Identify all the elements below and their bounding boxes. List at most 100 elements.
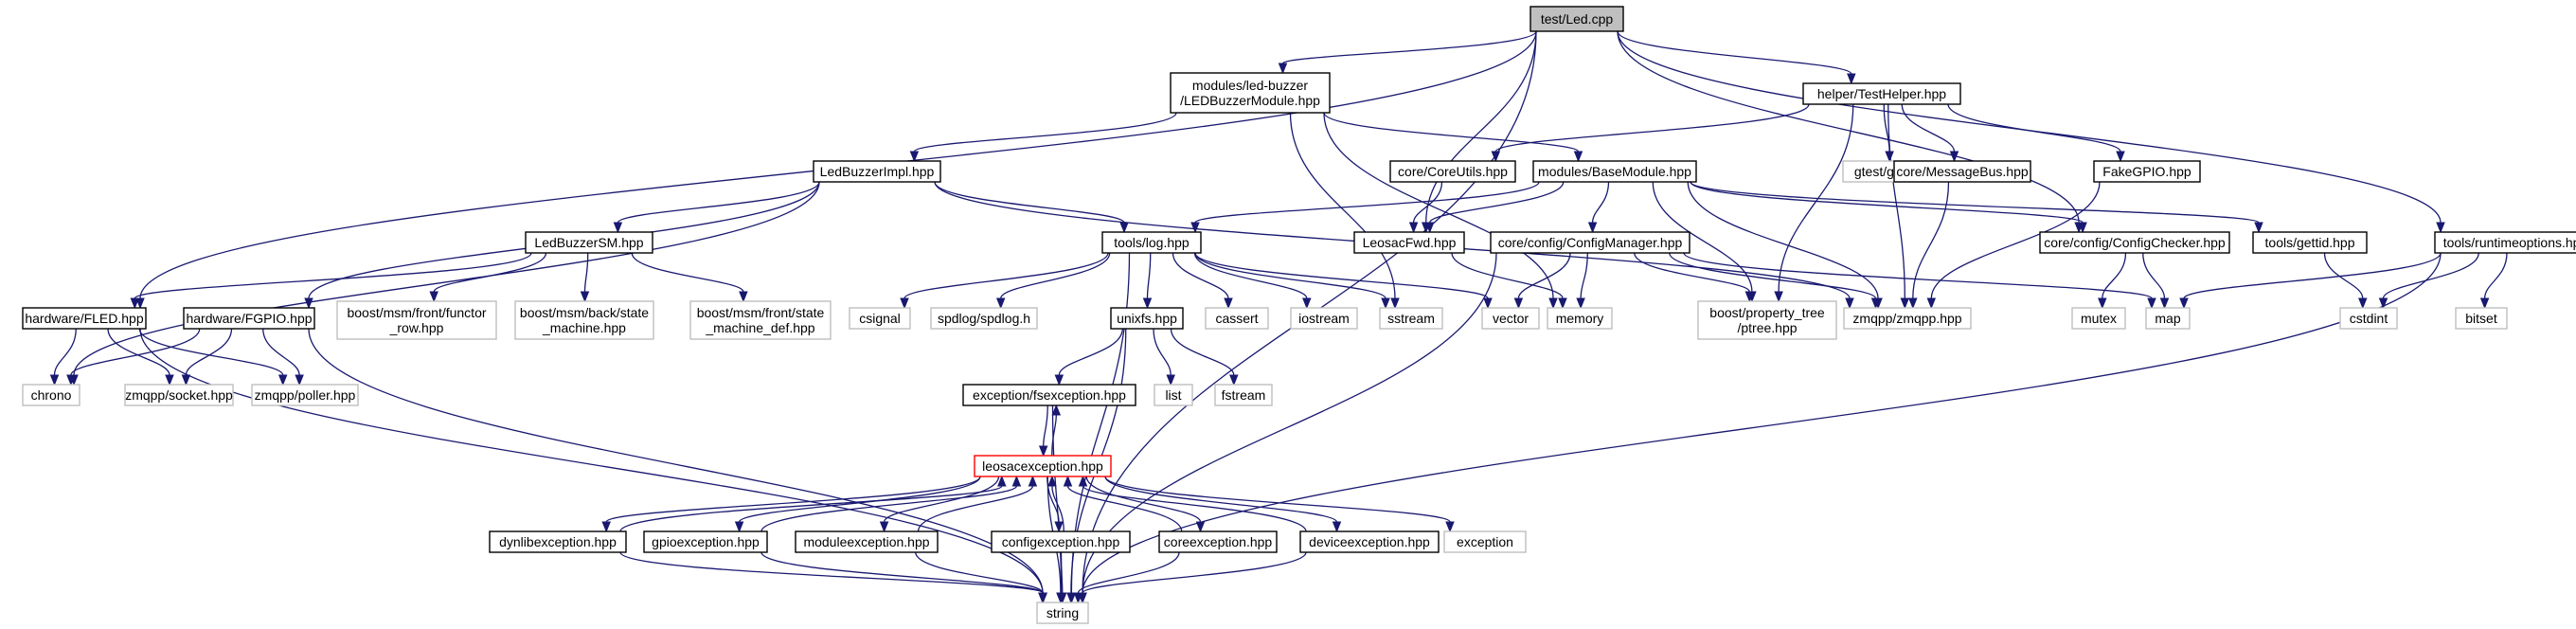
node-label: gpioexception.hpp bbox=[652, 534, 760, 549]
node-label: boost/msm/front/state bbox=[697, 305, 825, 320]
edge-line bbox=[619, 485, 1003, 532]
node-label: moduleexception.hpp bbox=[803, 534, 929, 549]
node-gpioexception[interactable]: gpioexception.hpp bbox=[643, 530, 768, 553]
node-label: core/CoreUtils.hpp bbox=[1398, 164, 1508, 179]
edge-line bbox=[1289, 112, 1396, 299]
arrowhead bbox=[1548, 297, 1558, 310]
node-dynlibexception[interactable]: dynlibexception.hpp bbox=[489, 530, 627, 553]
node-messagebus[interactable]: core/MessageBus.hpp bbox=[1893, 160, 2031, 183]
arrowhead bbox=[1908, 297, 1918, 310]
edge-fled-to-socket bbox=[107, 328, 174, 386]
edge-line bbox=[262, 328, 300, 376]
edge-fsexception-to-string bbox=[1051, 404, 1066, 604]
arrowhead bbox=[900, 297, 909, 310]
node-label: modules/BaseModule.hpp bbox=[1538, 164, 1691, 179]
node-leosacexception[interactable]: leosacexception.hpp bbox=[974, 455, 1112, 477]
node-configmanager[interactable]: core/config/ConfigManager.hpp bbox=[1490, 231, 1690, 254]
edge-ledbuzzersm-to-state_machine_def bbox=[631, 252, 748, 303]
edge-line bbox=[308, 328, 1044, 594]
edge-ledbuzzermodule-to-sstream bbox=[1289, 112, 1400, 310]
node-fgpio[interactable]: hardware/FGPIO.hpp bbox=[183, 307, 315, 330]
arrowhead bbox=[1900, 297, 1910, 310]
node-box bbox=[962, 384, 1136, 406]
arrowhead bbox=[2254, 222, 2263, 234]
edge-line bbox=[1323, 112, 1580, 153]
arrowhead bbox=[1949, 151, 1959, 163]
edge-line bbox=[1451, 252, 1564, 299]
node-label: /LEDBuzzerModule.hpp bbox=[1180, 93, 1320, 108]
edge-runtimeoptions-to-map bbox=[2179, 252, 2442, 310]
node-basemodule[interactable]: modules/BaseModule.hpp bbox=[1532, 160, 1697, 183]
node-box bbox=[2455, 307, 2508, 330]
arrowhead bbox=[1078, 592, 1087, 604]
node-label: fstream bbox=[1222, 387, 1266, 403]
node-fsexception[interactable]: exception/fsexception.hpp bbox=[962, 384, 1136, 406]
node-box bbox=[22, 307, 147, 330]
arrowhead bbox=[1576, 297, 1585, 310]
edge-configchecker-to-map bbox=[2142, 252, 2170, 310]
node-label: test/Led.cpp bbox=[1541, 11, 1613, 27]
arrowhead bbox=[1190, 222, 1200, 234]
node-ledbuzzermodule[interactable]: modules/led-buzzer/LEDBuzzerModule.hpp bbox=[1170, 72, 1331, 114]
edge-fgpio-to-socket bbox=[181, 328, 233, 386]
node-box bbox=[1843, 307, 1972, 330]
node-fstream: fstream bbox=[1214, 384, 1273, 406]
edge-line bbox=[2102, 252, 2127, 299]
node-testhelper[interactable]: helper/TestHelper.hpp bbox=[1802, 82, 1961, 105]
edge-basemodule-to-configmanager bbox=[1587, 181, 1610, 234]
arrowhead bbox=[613, 222, 623, 234]
node-configexception[interactable]: configexception.hpp bbox=[991, 530, 1131, 553]
arrowhead bbox=[66, 374, 76, 386]
node-box bbox=[1214, 384, 1273, 406]
edge-line bbox=[583, 252, 589, 293]
node-box bbox=[1893, 160, 2031, 183]
edge-ledbuzzersm-to-functor_row bbox=[429, 252, 547, 303]
node-label: LedBuzzerSM.hpp bbox=[534, 235, 643, 250]
node-label: boost/msm/front/functor bbox=[347, 305, 486, 320]
edge-line bbox=[619, 551, 1044, 594]
node-label: tools/gettid.hpp bbox=[2265, 235, 2355, 250]
arrowhead bbox=[130, 297, 140, 310]
edge-line bbox=[1000, 252, 1111, 299]
node-moduleexception[interactable]: moduleexception.hpp bbox=[795, 530, 939, 553]
node-configchecker[interactable]: core/config/ConfigChecker.hpp bbox=[2039, 231, 2230, 254]
node-sstream: sstream bbox=[1379, 307, 1443, 330]
arrowhead bbox=[1224, 297, 1233, 310]
node-leosacfwd[interactable]: LeosacFwd.hpp bbox=[1353, 231, 1465, 254]
edge-testhelper-to-coreutils bbox=[1491, 103, 1810, 163]
arrowhead bbox=[1424, 222, 1435, 234]
node-ledbuzzersm[interactable]: LedBuzzerSM.hpp bbox=[525, 231, 653, 254]
edge-line bbox=[1194, 252, 1489, 299]
node-spdlog: spdlog/spdlog.h bbox=[930, 307, 1038, 330]
node-ledbuzzerimpl[interactable]: LedBuzzerImpl.hpp bbox=[813, 160, 941, 183]
node-root[interactable]: test/Led.cpp bbox=[1530, 6, 1624, 32]
edge-line bbox=[1172, 252, 1229, 299]
node-label: helper/TestHelper.hpp bbox=[1817, 86, 1946, 101]
node-runtimeoptions[interactable]: tools/runtimeoptions.hpp bbox=[2434, 231, 2576, 254]
edge-line bbox=[1425, 30, 1537, 224]
edge-line bbox=[1690, 181, 2260, 224]
node-fled[interactable]: hardware/FLED.hpp bbox=[22, 307, 147, 330]
edge-leosacexception-to-moduleexception bbox=[879, 476, 1000, 533]
node-label: modules/led-buzzer bbox=[1192, 78, 1309, 93]
node-coreexception[interactable]: coreexception.hpp bbox=[1158, 530, 1278, 553]
edge-runtimeoptions-to-cstdint bbox=[2378, 252, 2479, 310]
edge-configexception-to-string bbox=[1058, 551, 1067, 604]
arrowhead bbox=[1119, 222, 1129, 234]
node-log[interactable]: tools/log.hpp bbox=[1101, 231, 1202, 254]
edge-unixfs-to-fsexception bbox=[1054, 328, 1123, 386]
edge-log-to-csignal bbox=[900, 252, 1109, 310]
arrowhead bbox=[1195, 521, 1206, 533]
node-unixfs[interactable]: unixfs.hpp bbox=[1110, 307, 1184, 330]
node-gettid[interactable]: tools/gettid.hpp bbox=[2252, 231, 2368, 254]
node-cassert: cassert bbox=[1205, 307, 1269, 330]
node-label: spdlog/spdlog.h bbox=[938, 311, 1030, 326]
node-box bbox=[1353, 231, 1465, 254]
node-deviceexception[interactable]: deviceexception.hpp bbox=[1299, 530, 1440, 553]
node-fakegpio[interactable]: FakeGPIO.hpp bbox=[2093, 160, 2201, 183]
edge-line bbox=[1580, 252, 1588, 299]
edge-configmanager-to-map bbox=[1683, 252, 2156, 310]
arrowhead bbox=[601, 521, 611, 533]
node-coreutils[interactable]: core/CoreUtils.hpp bbox=[1389, 160, 1516, 183]
